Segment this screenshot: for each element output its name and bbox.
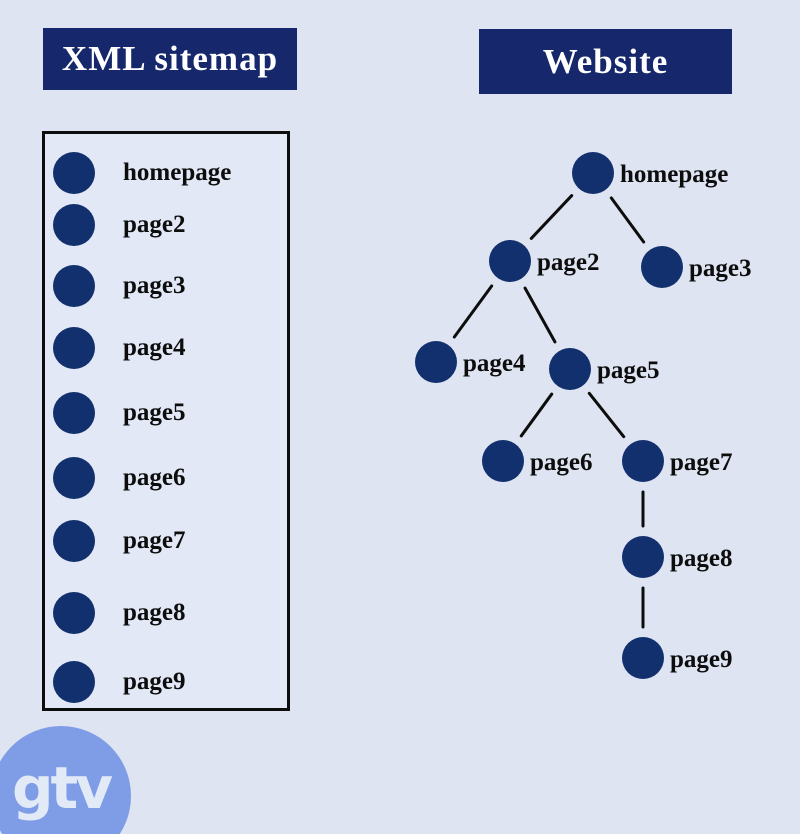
sitemap-list-item-page6: page6	[53, 457, 186, 499]
tree-node-label-page8: page8	[670, 545, 733, 572]
tree-node-label-page7: page7	[670, 449, 733, 476]
xml-sitemap-header: XML sitemap	[43, 28, 297, 90]
tree-node-page4	[415, 341, 457, 383]
tree-node-page9	[622, 637, 664, 679]
sitemap-list-item-page4: page4	[53, 327, 186, 369]
page-bullet-icon	[53, 661, 95, 703]
tree-edge-homepage-page2	[529, 194, 574, 240]
sitemap-list-item-homepage: homepage	[53, 152, 231, 194]
list-item-label: page3	[123, 272, 186, 299]
tree-node-label-page6: page6	[530, 449, 593, 476]
website-header-label: Website	[542, 41, 669, 81]
tree-node-label-page4: page4	[463, 350, 526, 377]
page-bullet-icon	[53, 265, 95, 307]
page-bullet-icon	[53, 204, 95, 246]
page-bullet-icon	[53, 520, 95, 562]
sitemap-list-item-page7: page7	[53, 520, 186, 562]
tree-node-page2	[489, 240, 531, 282]
tree-node-label-page5: page5	[597, 357, 660, 384]
tree-edge-page5-page6	[519, 392, 554, 438]
page-bullet-icon	[53, 152, 95, 194]
sitemap-list-item-page2: page2	[53, 204, 186, 246]
list-item-label: page2	[123, 211, 186, 238]
tree-node-page7	[622, 440, 664, 482]
tree-edge-homepage-page3	[609, 196, 646, 244]
list-item-label: page4	[123, 334, 186, 361]
tree-edge-page2-page5	[523, 286, 557, 344]
tree-node-label-homepage: homepage	[620, 161, 728, 188]
tree-node-page3	[641, 246, 683, 288]
tree-node-label-page2: page2	[537, 249, 600, 276]
list-item-label: homepage	[123, 159, 232, 186]
tree-edge-page2-page4	[452, 284, 494, 339]
sitemap-list-item-page8: page8	[53, 592, 186, 634]
sitemap-list-item-page9: page9	[53, 661, 186, 703]
list-item-label: page7	[123, 527, 186, 554]
tree-node-label-page9: page9	[670, 646, 733, 673]
list-item-label: page8	[123, 599, 186, 626]
tree-node-page6	[482, 440, 524, 482]
page-bullet-icon	[53, 592, 95, 634]
tree-node-page8	[622, 536, 664, 578]
sitemap-list-item-page5: page5	[53, 392, 186, 434]
list-item-label: page6	[123, 464, 186, 491]
page-bullet-icon	[53, 327, 95, 369]
tree-node-page5	[549, 348, 591, 390]
page-bullet-icon	[53, 457, 95, 499]
list-item-label: page9	[123, 668, 186, 695]
tree-node-homepage	[572, 152, 614, 194]
website-header: Website	[479, 29, 732, 94]
gtv-logo-text: gtv	[11, 754, 113, 822]
xml-sitemap-header-label: XML sitemap	[61, 39, 279, 78]
page-bullet-icon	[53, 392, 95, 434]
sitemap-list-item-page3: page3	[53, 265, 186, 307]
list-item-label: page5	[123, 399, 186, 426]
tree-node-label-page3: page3	[689, 255, 752, 282]
tree-edge-page5-page7	[587, 391, 626, 439]
